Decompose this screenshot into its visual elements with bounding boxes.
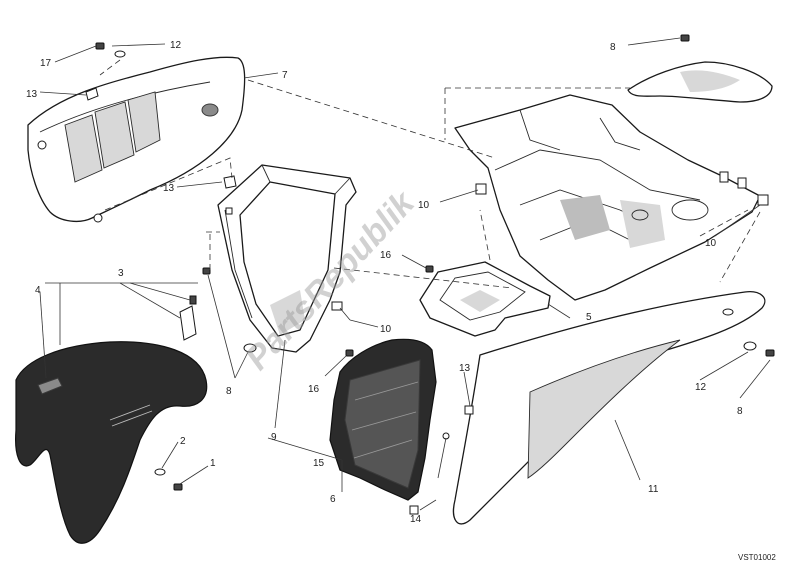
- assembly-dashed-lines: [99, 59, 761, 289]
- side-panel-part-7: [27, 56, 246, 223]
- clip-part-14: [409, 432, 450, 515]
- clip-part-10-upper: [475, 183, 487, 195]
- screw-part-1: [173, 483, 183, 491]
- callout-9: 9: [271, 432, 277, 443]
- screw-part-8-right: [765, 349, 775, 357]
- screw-left-frame: [202, 267, 211, 275]
- callout-13-mid: 13: [163, 183, 175, 194]
- front-cowl-part-4: [15, 341, 208, 544]
- callout-2: 2: [180, 436, 186, 447]
- callout-13-top: 13: [26, 89, 38, 100]
- drawing-code: VST01002: [738, 553, 776, 562]
- callout-10-mid: 10: [380, 324, 392, 335]
- inner-frame-part-9: [217, 164, 357, 353]
- callout-8-top: 8: [610, 42, 616, 53]
- screw-part-8-top: [680, 34, 690, 42]
- clip-part-13-mid: [223, 175, 237, 189]
- callout-8-left: 8: [226, 386, 232, 397]
- callout-3: 3: [118, 268, 124, 279]
- mesh-panel-part-15: [329, 338, 437, 501]
- clip-part-13-top: [85, 87, 99, 101]
- screw-part-17: [95, 42, 105, 50]
- callout-16-upper: 16: [380, 250, 392, 261]
- washer-part-2: [154, 468, 166, 476]
- callout-4: 4: [35, 285, 41, 296]
- screw-part-16-upper: [425, 265, 434, 273]
- callout-13-lower: 13: [459, 363, 471, 374]
- leader-lines: [39, 37, 771, 511]
- callout-11: 11: [648, 484, 659, 495]
- callout-12-right: 12: [695, 382, 707, 393]
- screw-part-16-mid: [345, 349, 354, 357]
- washer-part-12-right: [743, 341, 757, 351]
- callout-12-top: 12: [170, 40, 182, 51]
- callout-6: 6: [330, 494, 336, 505]
- clip-part-10-right: [757, 194, 769, 206]
- subframe-assembly: [454, 94, 761, 301]
- bracket-part-3: [179, 295, 197, 341]
- callout-15: 15: [313, 458, 325, 469]
- callout-16-mid: 16: [308, 384, 320, 395]
- callout-7: 7: [282, 70, 288, 81]
- undertray-part-5: [419, 261, 551, 337]
- washer-part-12-top: [114, 50, 126, 58]
- grommet-part-8-left: [243, 343, 257, 353]
- callout-14: 14: [410, 514, 422, 525]
- callout-1: 1: [210, 458, 216, 469]
- callout-numbers: 12 17 13 7 13 3 4 2 1 8 9 16 10 15 6 14 …: [26, 40, 743, 525]
- callout-10-right: 10: [705, 238, 717, 249]
- callout-10-upper: 10: [418, 200, 430, 211]
- callout-17: 17: [40, 58, 52, 69]
- callout-5: 5: [586, 312, 592, 323]
- rear-trim-piece: [627, 61, 773, 103]
- callout-8-right: 8: [737, 406, 743, 417]
- belly-fairing-part-11: [452, 291, 766, 525]
- clip-part-10-mid: [331, 301, 343, 311]
